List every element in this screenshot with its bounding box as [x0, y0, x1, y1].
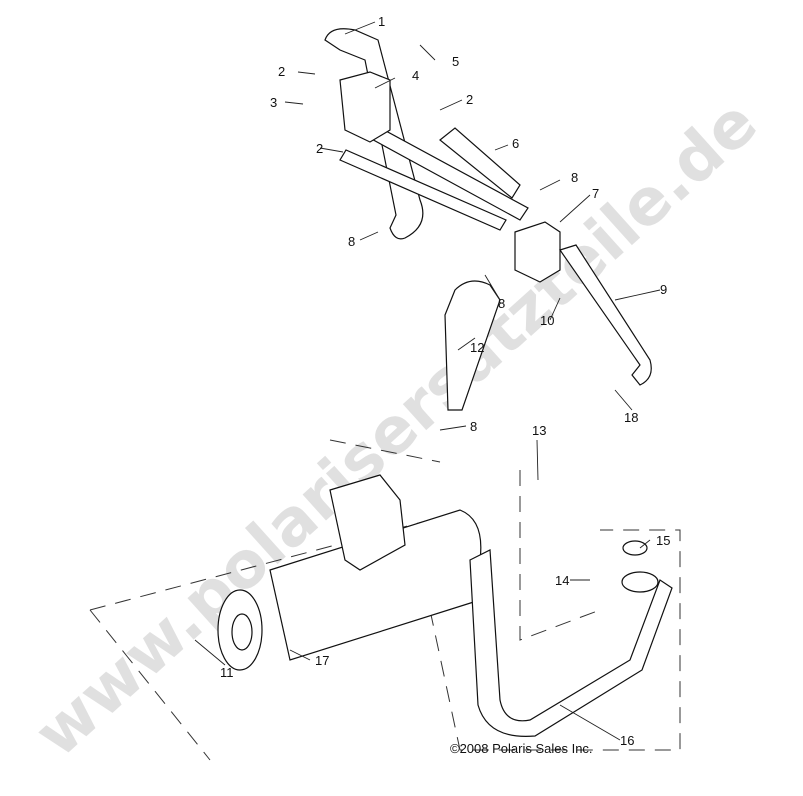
callout-2a: 2 [278, 64, 285, 79]
callout-1: 1 [378, 14, 385, 29]
callout-11: 11 [220, 665, 234, 680]
callout-8a: 8 [348, 234, 355, 249]
callout-17: 17 [315, 653, 329, 668]
callout-4: 4 [412, 68, 419, 83]
callout-10: 10 [540, 313, 554, 328]
head-pipe-part-16 [469, 549, 673, 738]
pipe-part-1 [324, 28, 424, 240]
dashed-outline-lower [89, 529, 681, 761]
callout-3: 3 [270, 95, 277, 110]
callout-13: 13 [532, 423, 546, 438]
callout-5: 5 [452, 54, 459, 69]
hose-part-12 [444, 280, 501, 411]
hose-part-6 [439, 127, 521, 199]
callout-15: 15 [656, 533, 670, 548]
leader-lines [194, 21, 661, 741]
callout-8b: 8 [571, 170, 578, 185]
hose-part-9 [559, 244, 652, 386]
gasket-part-15 [622, 540, 648, 556]
callout-8c: 8 [498, 296, 505, 311]
muffler-bracket [329, 474, 406, 571]
muffler-outlet [231, 613, 253, 651]
valve-part-7 [514, 221, 561, 283]
callout-7: 7 [592, 186, 599, 201]
flange [621, 571, 659, 593]
crossover-tube-lower [339, 149, 507, 231]
callout-12: 12 [470, 340, 484, 355]
callout-9: 9 [660, 282, 667, 297]
copyright-text: ©2008 Polaris Sales Inc. [450, 741, 593, 756]
callout-8d: 8 [470, 419, 477, 434]
callout-16: 16 [620, 733, 634, 748]
callout-18: 18 [624, 410, 638, 425]
callout-6: 6 [512, 136, 519, 151]
callout-2c: 2 [316, 141, 323, 156]
valve-box-part-4 [339, 71, 391, 143]
callout-2b: 2 [466, 92, 473, 107]
callout-14: 14 [555, 573, 569, 588]
